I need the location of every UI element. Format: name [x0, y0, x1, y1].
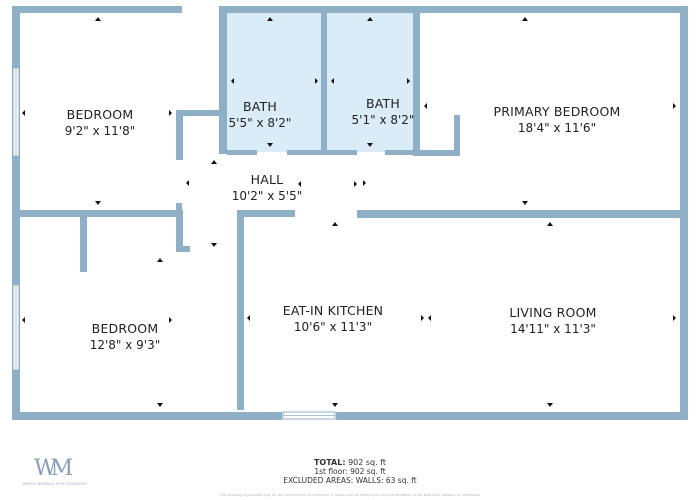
kitchen-dims: 10'6" x 11'3"	[293, 320, 373, 334]
windows	[12, 67, 336, 420]
bedroom-2-name: BEDROOM	[91, 321, 159, 336]
bath-2-name: BATH	[366, 96, 400, 111]
hall-name: HALL	[250, 172, 284, 187]
company-logo: WM WHITE MARBLE PHOTOGRAPHY	[20, 456, 90, 496]
bath-1-name: BATH	[243, 99, 277, 114]
kitchen-name: EAT-IN KITCHEN	[282, 303, 384, 318]
dimension-markers	[22, 17, 676, 407]
hall-dims: 10'2" x 5'5"	[231, 189, 303, 203]
bath-2-dims: 5'1" x 8'2"	[351, 113, 415, 127]
area-totals: TOTAL: 902 sq. ft 1st floor: 902 sq. ft …	[250, 458, 450, 485]
bedroom-2-dims: 12'8" x 9'3"	[89, 338, 161, 352]
walls	[12, 6, 688, 420]
living-room-dims: 14'11" x 11'3"	[510, 322, 596, 336]
living-room-name: LIVING ROOM	[509, 305, 597, 320]
bedroom-1-name: BEDROOM	[66, 107, 134, 122]
bedroom-1-dims: 9'2" x 11'8"	[64, 124, 136, 138]
logo-tagline: WHITE MARBLE PHOTOGRAPHY	[22, 482, 88, 486]
bath-1-floor	[227, 12, 321, 152]
total-label: TOTAL:	[313, 458, 346, 467]
disclaimer: This drawing is provided only for the co…	[219, 492, 481, 497]
bath-1-dims: 5'5" x 8'2"	[228, 116, 292, 130]
bath-2-floor	[327, 12, 413, 152]
floor-area: 1st floor: 902 sq. ft	[314, 467, 386, 476]
total-area: TOTAL: 902 sq. ft	[250, 458, 450, 467]
total-value: 902 sq. ft	[348, 458, 387, 467]
excluded-area: EXCLUDED AREAS: WALLS: 63 sq. ft	[283, 476, 417, 485]
logo-monogram: WM	[34, 456, 73, 481]
primary-bedroom-name: PRIMARY BEDROOM	[493, 104, 621, 119]
primary-bedroom-dims: 18'4" x 11'6"	[517, 121, 597, 135]
